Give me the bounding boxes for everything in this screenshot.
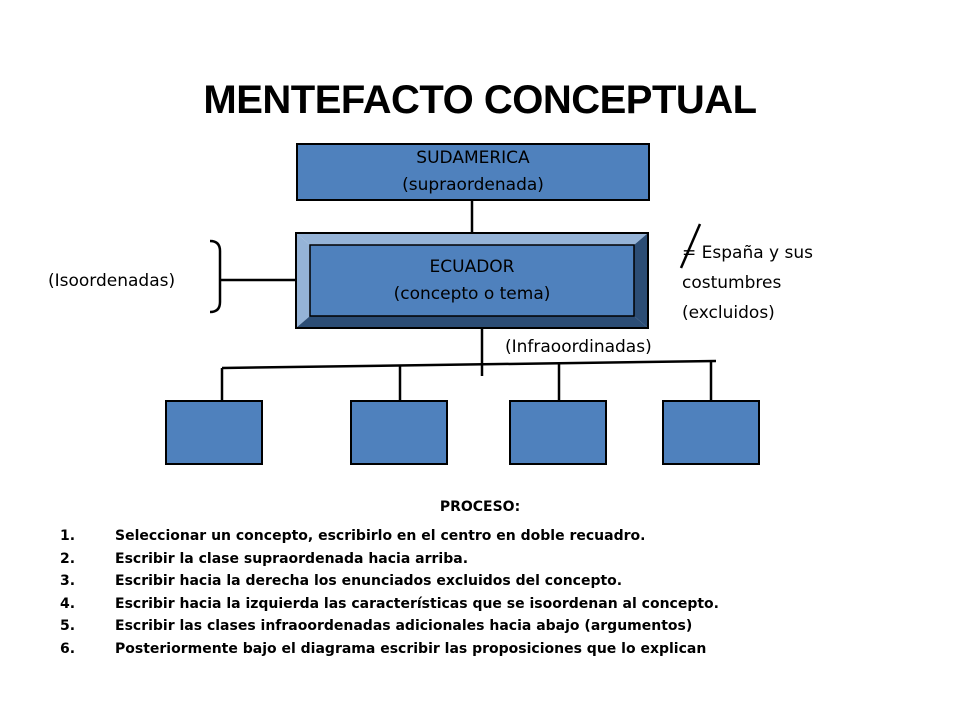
page-title: MENTEFACTO CONCEPTUAL — [203, 78, 757, 122]
excluded-line-1: = España y sus — [682, 243, 814, 263]
process-step: 6.Posteriormente bajo el diagrama escrib… — [60, 640, 707, 657]
supra-box — [296, 143, 650, 201]
infra-box — [662, 400, 760, 465]
excluded-line-2: costumbres — [682, 273, 782, 293]
process-step: 3.Escribir hacia la derecha los enunciad… — [60, 573, 623, 590]
isoordenadas-bracket — [209, 239, 222, 314]
infra-label: (Infraoordinadas) — [505, 337, 652, 357]
infra-box — [165, 400, 263, 465]
concept-text: ECUADOR (concepto o tema) — [310, 254, 634, 308]
exclusion-slash — [679, 223, 702, 269]
infra-box — [350, 400, 448, 465]
process-step: 5.Escribir las clases infraoordenadas ad… — [60, 618, 693, 635]
infra-bar — [221, 359, 717, 370]
supra-role: (supraordenada) — [402, 175, 544, 195]
concept-bevel — [295, 232, 649, 329]
concept-role: (concepto o tema) — [393, 284, 551, 304]
excluded-text: = España y sus costumbres (excluidos) — [682, 238, 813, 328]
infra-box — [509, 400, 607, 465]
process-step: 4.Escribir hacia la izquierda las caract… — [60, 595, 719, 612]
supra-name: SUDAMERICA — [416, 148, 530, 168]
concept-name: ECUADOR — [429, 257, 515, 277]
process-steps: 1.Seleccionar un concepto, escribirlo en… — [60, 525, 719, 661]
isoordenadas-label: (Isoordenadas) — [48, 271, 176, 291]
supra-text: SUDAMERICA (supraordenada) — [296, 145, 650, 199]
process-step: 2.Escribir la clase supraordenada hacia … — [60, 550, 469, 567]
process-step: 1.Seleccionar un concepto, escribirlo en… — [60, 528, 646, 544]
excluded-line-3: (excluidos) — [682, 303, 775, 323]
process-heading: PROCESO: — [439, 499, 521, 515]
